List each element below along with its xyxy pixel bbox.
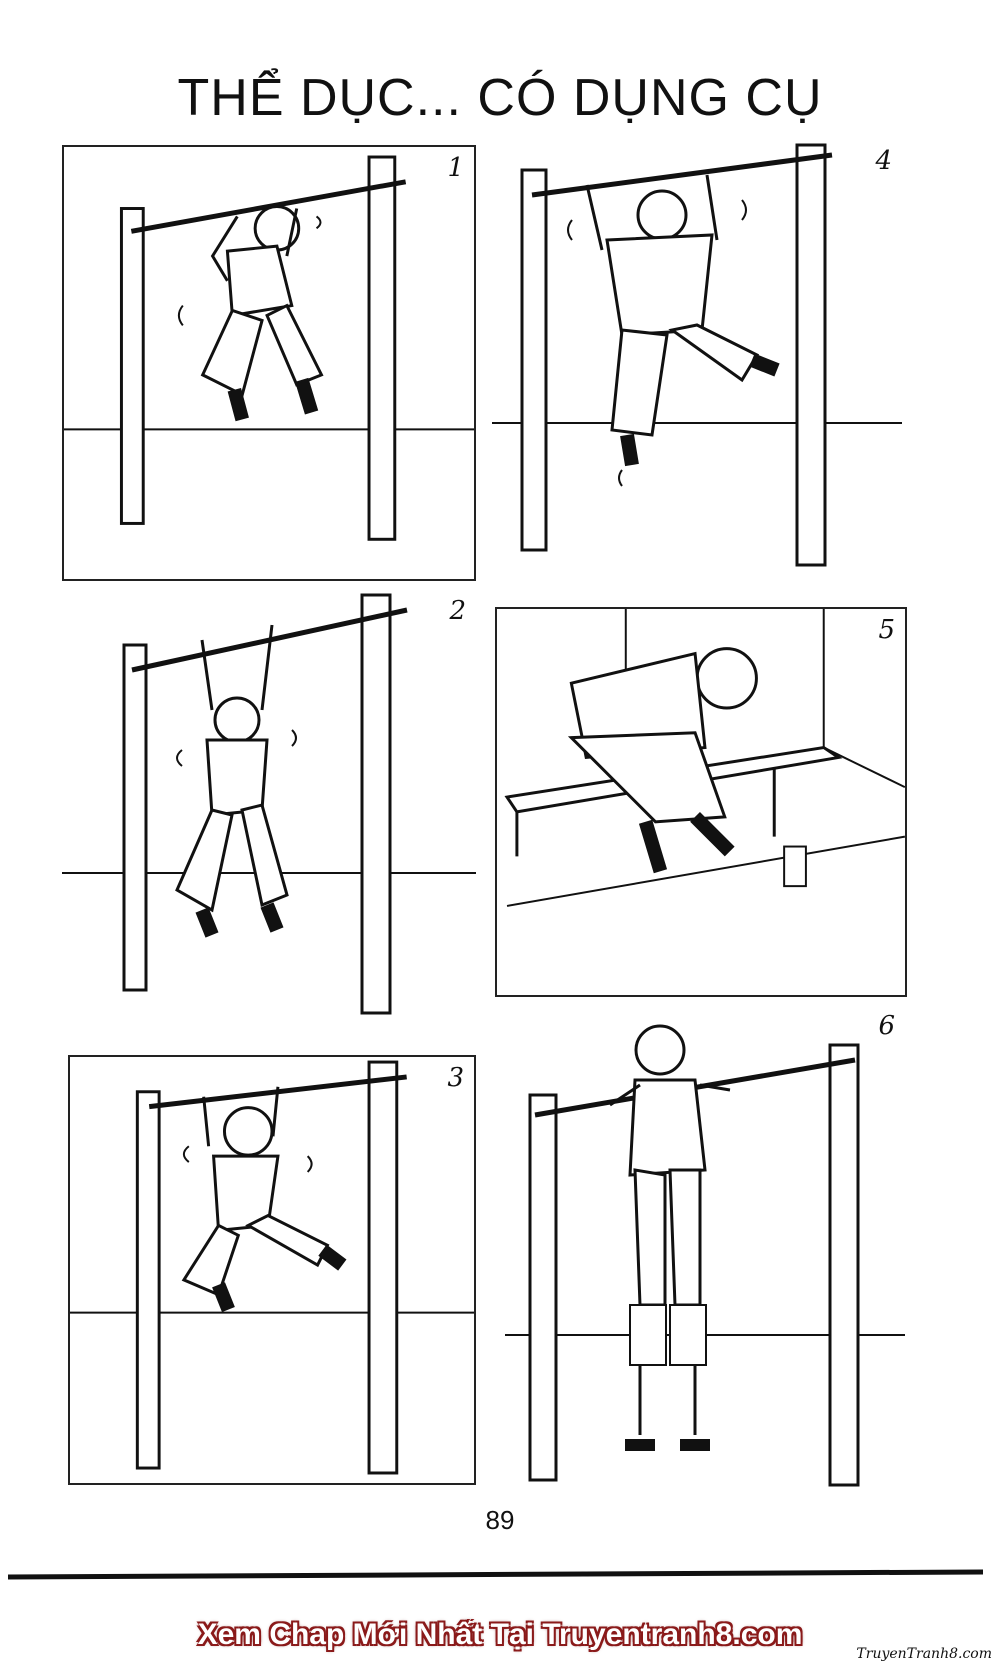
page-number: 89	[485, 1505, 515, 1535]
panel-2-drawing	[62, 593, 476, 1015]
comic-panel-2: 2	[62, 590, 476, 1020]
panel-6-drawing	[505, 1024, 905, 1487]
panel-5-drawing	[504, 609, 905, 907]
panel-number-2: 2	[449, 596, 466, 626]
comic-panel-6: 6	[505, 1005, 905, 1490]
panel-number-3: 3	[447, 1063, 464, 1093]
panel-4-drawing	[492, 143, 902, 567]
panel-number-5: 5	[878, 615, 895, 645]
bottom-rule	[8, 1569, 983, 1580]
comic-panel-4: 4	[492, 140, 902, 580]
comic-panel-1: 1	[62, 145, 476, 581]
watermark-logo: TruyenTranh8.com	[856, 1646, 992, 1662]
watermark-link[interactable]: Xem Chap Mới Nhất Tại Truyentranh8.com	[197, 1618, 803, 1651]
panel-3-drawing	[70, 1060, 474, 1475]
comic-panel-3: 3	[68, 1055, 476, 1485]
page-title: THỂ DỤC... CÓ DỤNG CỤ	[177, 69, 823, 127]
panel-number-1: 1	[447, 153, 464, 183]
panel-number-4: 4	[875, 146, 892, 176]
panel-1-drawing	[64, 155, 474, 541]
comic-panel-5: 5	[495, 607, 907, 997]
panel-number-6: 6	[878, 1011, 895, 1041]
